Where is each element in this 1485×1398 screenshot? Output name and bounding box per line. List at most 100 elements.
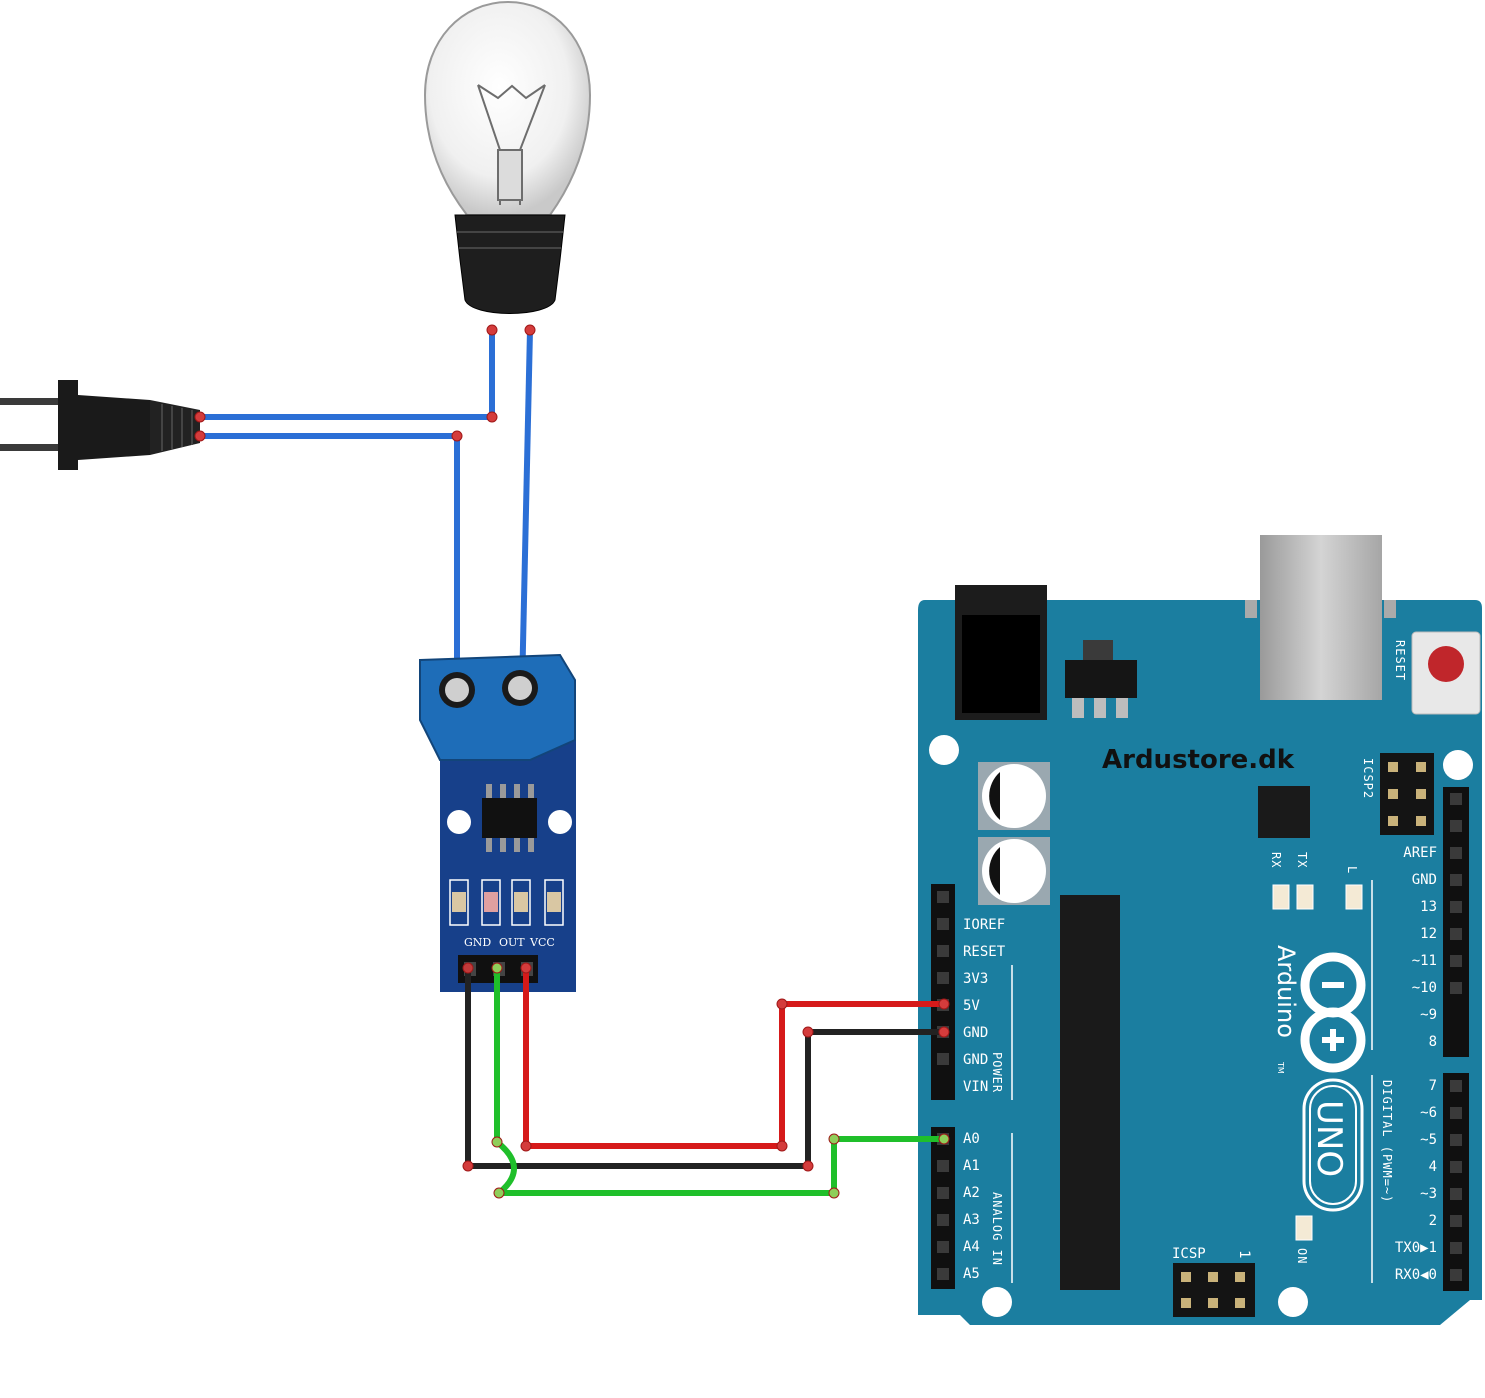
signal-wire-joints [462, 962, 950, 1199]
header-pin-hole [937, 918, 949, 930]
analog-pin-label-a2: A2 [963, 1185, 980, 1201]
header-pin-hole [937, 1053, 949, 1065]
bulb-filament [477, 84, 546, 205]
rx-led [1272, 884, 1290, 910]
light-bulb [423, 0, 592, 314]
ac-wire-bulb-to-sensor [519, 329, 533, 691]
power-pin-label-ioref: IOREF [963, 917, 1005, 933]
digital-pin-label-14: TX0▶1 [1395, 1240, 1437, 1256]
header-pin-hole [1450, 901, 1462, 913]
power-plug [0, 380, 200, 470]
usb-port [1260, 535, 1382, 700]
digital-pin-label-9: ~6 [1420, 1105, 1437, 1121]
digital-pin-label-0: AREF [1403, 845, 1437, 861]
header-pin-hole [1450, 955, 1462, 967]
capacitor [978, 837, 1050, 905]
ac-wires [200, 329, 533, 691]
plug-prong-bottom [0, 444, 58, 451]
digital-pin-holes [1450, 793, 1462, 1281]
header-pin-hole [1450, 1107, 1462, 1119]
uno-label: UNO [1309, 1100, 1349, 1177]
arduino-uno: RESET Ardustore.dk ICSP 2 [918, 535, 1482, 1325]
module-smd-components [449, 879, 564, 926]
header-pin-hole [1450, 874, 1462, 886]
header-pin-hole [937, 972, 949, 984]
on-label: ON [1295, 1248, 1309, 1264]
microcontroller-chip [1060, 895, 1120, 1290]
board-mount-hole [1443, 750, 1473, 780]
bulb-glass [423, 0, 592, 216]
brand-label: Ardustore.dk [1102, 745, 1295, 775]
header-pin-hole [937, 1160, 949, 1172]
current-sensor-module: GND OUT VCC [419, 653, 576, 992]
module-pin-label-gnd: GND [464, 936, 491, 949]
header-pin-hole [1450, 928, 1462, 940]
reset-label: RESET [1393, 640, 1407, 681]
power-header [931, 884, 955, 1100]
header-pin-hole [1450, 793, 1462, 805]
analog-pin-label-a0: A0 [963, 1131, 980, 1147]
ac-wire-joints [194, 324, 536, 694]
rx-label: RX [1269, 852, 1283, 868]
mount-hole-right [548, 810, 572, 834]
voltage-regulator [1083, 640, 1113, 662]
on-led [1295, 1215, 1313, 1241]
analog-section-label: ANALOG IN [990, 1192, 1004, 1266]
analog-pin-holes [937, 1133, 949, 1280]
header-pin-hole [937, 1214, 949, 1226]
power-pin-label-gnd: GND [963, 1052, 988, 1068]
digital-pin-label-2: 13 [1420, 899, 1437, 915]
analog-pin-label-a1: A1 [963, 1158, 980, 1174]
digital-section-label: DIGITAL (PWM=~) [1380, 1080, 1394, 1203]
ac-wire-plug-to-sensor [200, 433, 460, 690]
header-pin-hole [1450, 1080, 1462, 1092]
digital-header-bottom [1443, 1073, 1469, 1291]
header-pin-hole [937, 1187, 949, 1199]
header-pin-hole [1450, 1188, 1462, 1200]
power-pin-label-5v: 5V [963, 998, 980, 1014]
digital-pin-label-12: ~3 [1420, 1186, 1437, 1202]
uno-badge [1302, 1078, 1364, 1212]
digital-pin-label-4: ~11 [1412, 953, 1437, 969]
mount-hole-left [447, 810, 471, 834]
icsp-header [1173, 1263, 1255, 1317]
arduino-label: Arduino [1272, 945, 1300, 1038]
board-mount-hole [929, 735, 959, 765]
digital-pin-label-3: 12 [1420, 926, 1437, 942]
power-pin-label-3v3: 3V3 [963, 971, 988, 987]
icsp2-header [1380, 753, 1434, 835]
plug-prong-top [0, 398, 58, 405]
analog-pin-label-a4: A4 [963, 1239, 980, 1255]
header-pin-hole [1450, 1269, 1462, 1281]
digital-pin-label-10: ~5 [1420, 1132, 1437, 1148]
icsp-label: ICSP [1172, 1246, 1206, 1262]
ac-wire-plug-to-bulb [200, 330, 495, 420]
board-mount-hole [1278, 1287, 1308, 1317]
digital-pin-label-5: ~10 [1412, 980, 1437, 996]
capacitor [978, 762, 1050, 830]
power-pin-label-gnd: GND [963, 1025, 988, 1041]
power-pin-label-vin: VIN [963, 1079, 988, 1095]
power-section-label: POWER [990, 1052, 1004, 1093]
analog-pin-label-a5: A5 [963, 1266, 980, 1282]
l-led [1345, 884, 1363, 910]
arduino-infinity-logo-icon [1300, 952, 1366, 1073]
digital-pin-label-13: 2 [1429, 1213, 1437, 1229]
arduino-tm: TM [1276, 1061, 1285, 1074]
header-pin-hole [1450, 1134, 1462, 1146]
digital-pin-label-6: ~9 [1420, 1007, 1437, 1023]
tx-led [1296, 884, 1314, 910]
header-pin-hole [937, 945, 949, 957]
header-pin-hole [1450, 847, 1462, 859]
analog-pin-label-a3: A3 [963, 1212, 980, 1228]
terminal-block [419, 653, 576, 761]
module-pin-label-out: OUT [499, 936, 525, 949]
analog-header [931, 1127, 955, 1289]
header-pin-hole [1450, 820, 1462, 832]
header-pin-hole [937, 891, 949, 903]
board-mount-hole [982, 1287, 1012, 1317]
module-pin-label-vcc: VCC [529, 936, 555, 949]
header-pin-hole [1450, 1161, 1462, 1173]
digital-pin-label-8: 7 [1429, 1078, 1437, 1094]
